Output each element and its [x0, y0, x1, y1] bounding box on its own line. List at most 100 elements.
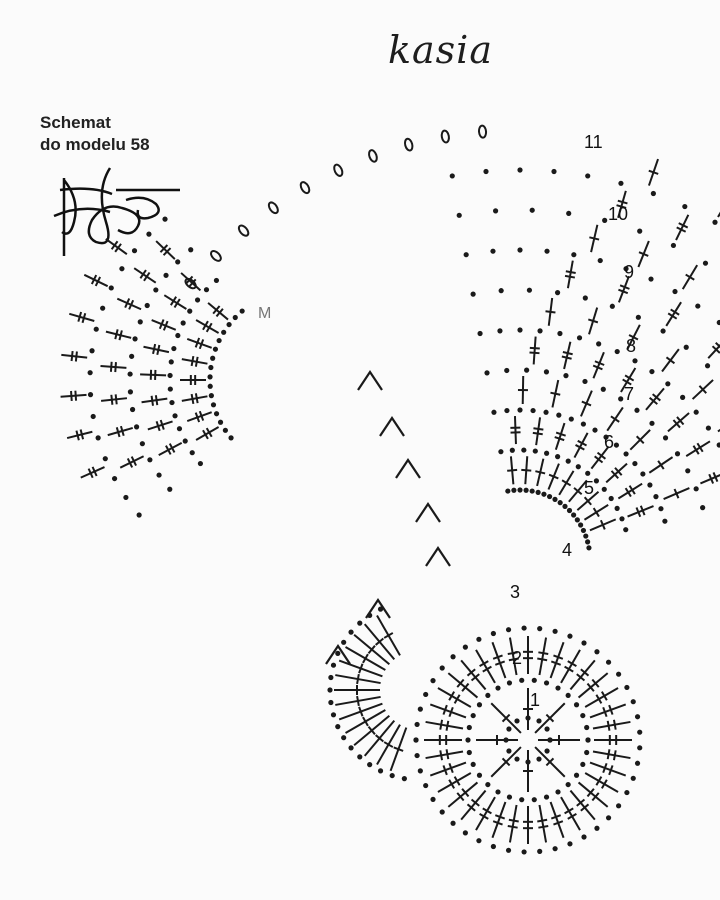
chain-dot: [566, 210, 572, 217]
chain-dot: [581, 640, 587, 646]
chain-dot: [519, 677, 525, 683]
chain-dot: [557, 330, 563, 337]
stitch-bar: [173, 298, 181, 309]
stitch-bar: [215, 308, 224, 318]
stitch-post: [513, 416, 517, 445]
chain-dot: [585, 737, 591, 743]
stitch-bar: [639, 505, 646, 516]
chain-dot: [210, 402, 217, 408]
stitch-bar: [70, 350, 74, 362]
stitch-bar: [508, 657, 519, 662]
stitch-bar: [614, 467, 623, 476]
chain-dot: [156, 472, 162, 478]
stitch-bar: [162, 247, 172, 256]
chain-dot: [532, 448, 538, 454]
stitch-post: [180, 272, 202, 292]
chain-dot: [450, 654, 456, 660]
stitch-bar: [367, 645, 376, 654]
picot-loop: [368, 149, 378, 163]
stitch-bar: [548, 473, 559, 480]
chain-dot: [167, 372, 173, 379]
chain-dot: [401, 776, 407, 782]
stitch-post: [700, 474, 720, 485]
stitch-bar: [114, 362, 117, 373]
stitch-bar: [550, 391, 561, 396]
stitch-post: [437, 687, 472, 708]
chain-dot: [328, 674, 334, 681]
stitch-cluster: [395, 458, 421, 479]
chain-dot: [348, 745, 354, 751]
chain-dot: [618, 396, 624, 402]
stitch-bar: [91, 466, 98, 477]
chain-dot: [470, 761, 476, 768]
chain-dot: [490, 630, 496, 637]
stitch-post: [80, 466, 105, 479]
stitch-bar: [445, 749, 450, 760]
chain-dot: [634, 760, 641, 766]
stitch-bar: [676, 226, 687, 233]
stitch-post: [143, 345, 170, 354]
stitch-bar: [155, 421, 161, 432]
stitch-bar: [711, 345, 720, 354]
stitch-bar: [592, 507, 600, 518]
chain-dot: [490, 843, 496, 850]
chain-dot: [505, 847, 512, 853]
stitch-bar: [81, 312, 87, 324]
stitch-bar: [576, 673, 586, 682]
stitch-bar: [74, 390, 78, 401]
stitch-bar: [367, 726, 376, 735]
stitch-bar: [612, 719, 617, 730]
chain-dot: [439, 809, 445, 815]
stitch-post: [475, 649, 496, 684]
stitch-bar: [591, 678, 600, 688]
chain-dot: [556, 412, 562, 418]
stitch-post: [163, 294, 187, 310]
chain-dot: [580, 421, 586, 427]
stitch-cluster: [325, 644, 351, 665]
stitch-bar: [622, 378, 632, 386]
chain-dot: [517, 407, 523, 413]
stitch-bar: [550, 660, 562, 666]
picot-loop: [299, 181, 311, 195]
chain-dot: [491, 409, 497, 415]
monogram-logo-icon: [53, 167, 180, 256]
round-labels: 1 2 3 4 5 6 7 8 9 10 11 M: [258, 132, 636, 710]
stitch-bar: [453, 694, 461, 704]
stitch-bar: [190, 393, 195, 405]
round-label-11: 11: [584, 132, 603, 152]
stitch-bar: [356, 673, 360, 685]
chain-dot: [650, 190, 656, 197]
round-label-1: 1: [530, 690, 540, 710]
chain-dot: [704, 363, 711, 369]
stitch-cluster: [357, 370, 383, 391]
stitch-post: [491, 641, 507, 679]
stitch-post: [186, 411, 213, 422]
chain-dot: [693, 409, 699, 415]
stitch-bar: [624, 374, 635, 382]
chain-dot: [609, 303, 615, 309]
chain-dot: [417, 706, 423, 712]
chain-dot: [208, 393, 214, 399]
stitch-bar: [448, 691, 456, 701]
stitch-bar: [561, 355, 572, 360]
round-label-2: 2: [512, 648, 522, 668]
stitch-bar: [678, 222, 689, 229]
stitch-post: [573, 432, 589, 459]
chain-dot: [544, 748, 550, 754]
chain-dot: [649, 420, 655, 426]
chain-dot: [119, 266, 125, 272]
chain-dot: [167, 386, 173, 392]
chain-dot: [182, 438, 188, 444]
chain-dot: [357, 754, 363, 760]
stitch-bar: [115, 427, 121, 438]
stitch-bar: [538, 651, 549, 656]
stitch-bar: [596, 451, 607, 460]
stitch-post: [195, 319, 220, 334]
round-label-8: 8: [626, 336, 636, 356]
chain-dot: [389, 772, 395, 779]
stitch-post: [560, 649, 581, 684]
stitch-post: [133, 267, 157, 284]
chain-dot: [430, 796, 436, 802]
stitch-bar: [190, 355, 195, 367]
chain-dot: [647, 482, 653, 488]
